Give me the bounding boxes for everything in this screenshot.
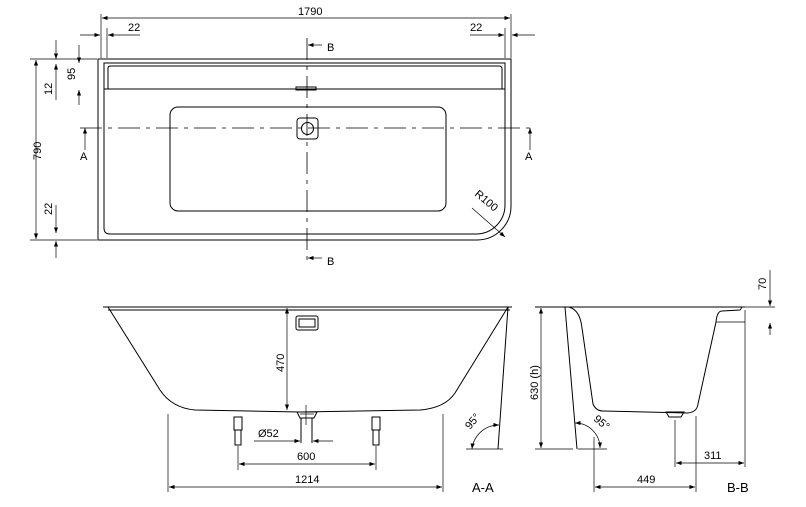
section-aa-label: A-A: [472, 480, 494, 495]
dim-drain-diameter: Ø52: [258, 428, 279, 440]
foot-left: [233, 416, 243, 446]
section-a-right: A: [525, 151, 533, 163]
dim-aa-depth: 470: [275, 354, 287, 372]
dim-height: 630 (h): [529, 365, 541, 400]
dim-rim-right: 22: [470, 22, 482, 34]
dim-rim-bottom: 22: [43, 203, 55, 215]
section-a-left: A: [80, 151, 88, 163]
drain: [665, 411, 685, 418]
dim-radius: R100: [472, 188, 500, 214]
dim-depth: 790: [32, 142, 44, 160]
dim-feet-spacing: 600: [297, 451, 315, 463]
dim-rim: 70: [757, 278, 769, 290]
overflow: [295, 315, 319, 331]
drain-square: [296, 117, 319, 140]
overflow-slot: [295, 86, 317, 91]
foot-right: [371, 416, 381, 446]
basin-floor: [169, 106, 447, 212]
dim-shelf-gap: 12: [43, 83, 55, 95]
section-bb-label: B-B: [727, 480, 749, 495]
angle-bb: 95°: [591, 413, 611, 433]
dim-rim-left: 22: [128, 22, 140, 34]
section-aa-profile: [107, 306, 509, 450]
section-aa: 470 Ø52 600 1214 95° A-A: [103, 306, 512, 495]
dim-width: 1790: [298, 6, 322, 18]
dim-shelf: 95: [66, 68, 78, 80]
plan-rim: [103, 62, 506, 235]
dim-base-length: 1214: [295, 474, 319, 486]
drain: [296, 411, 318, 443]
section-b-top: B: [327, 42, 334, 54]
angle-aa: 95°: [463, 411, 483, 431]
section-b-bottom: B: [327, 256, 334, 268]
dim-base-width: 449: [637, 474, 655, 486]
plan-shelf: [104, 65, 505, 90]
dim-drain-offset: 311: [704, 450, 722, 462]
plan-outline: [97, 58, 512, 241]
plan-view: A A B B 1790 22 22 790 95 12 22 R100: [30, 6, 535, 268]
drain-circle: [301, 122, 314, 135]
section-bb: 630 (h) 70 95° 311 449 B-B: [529, 270, 775, 495]
section-bb-profile: [564, 306, 742, 450]
